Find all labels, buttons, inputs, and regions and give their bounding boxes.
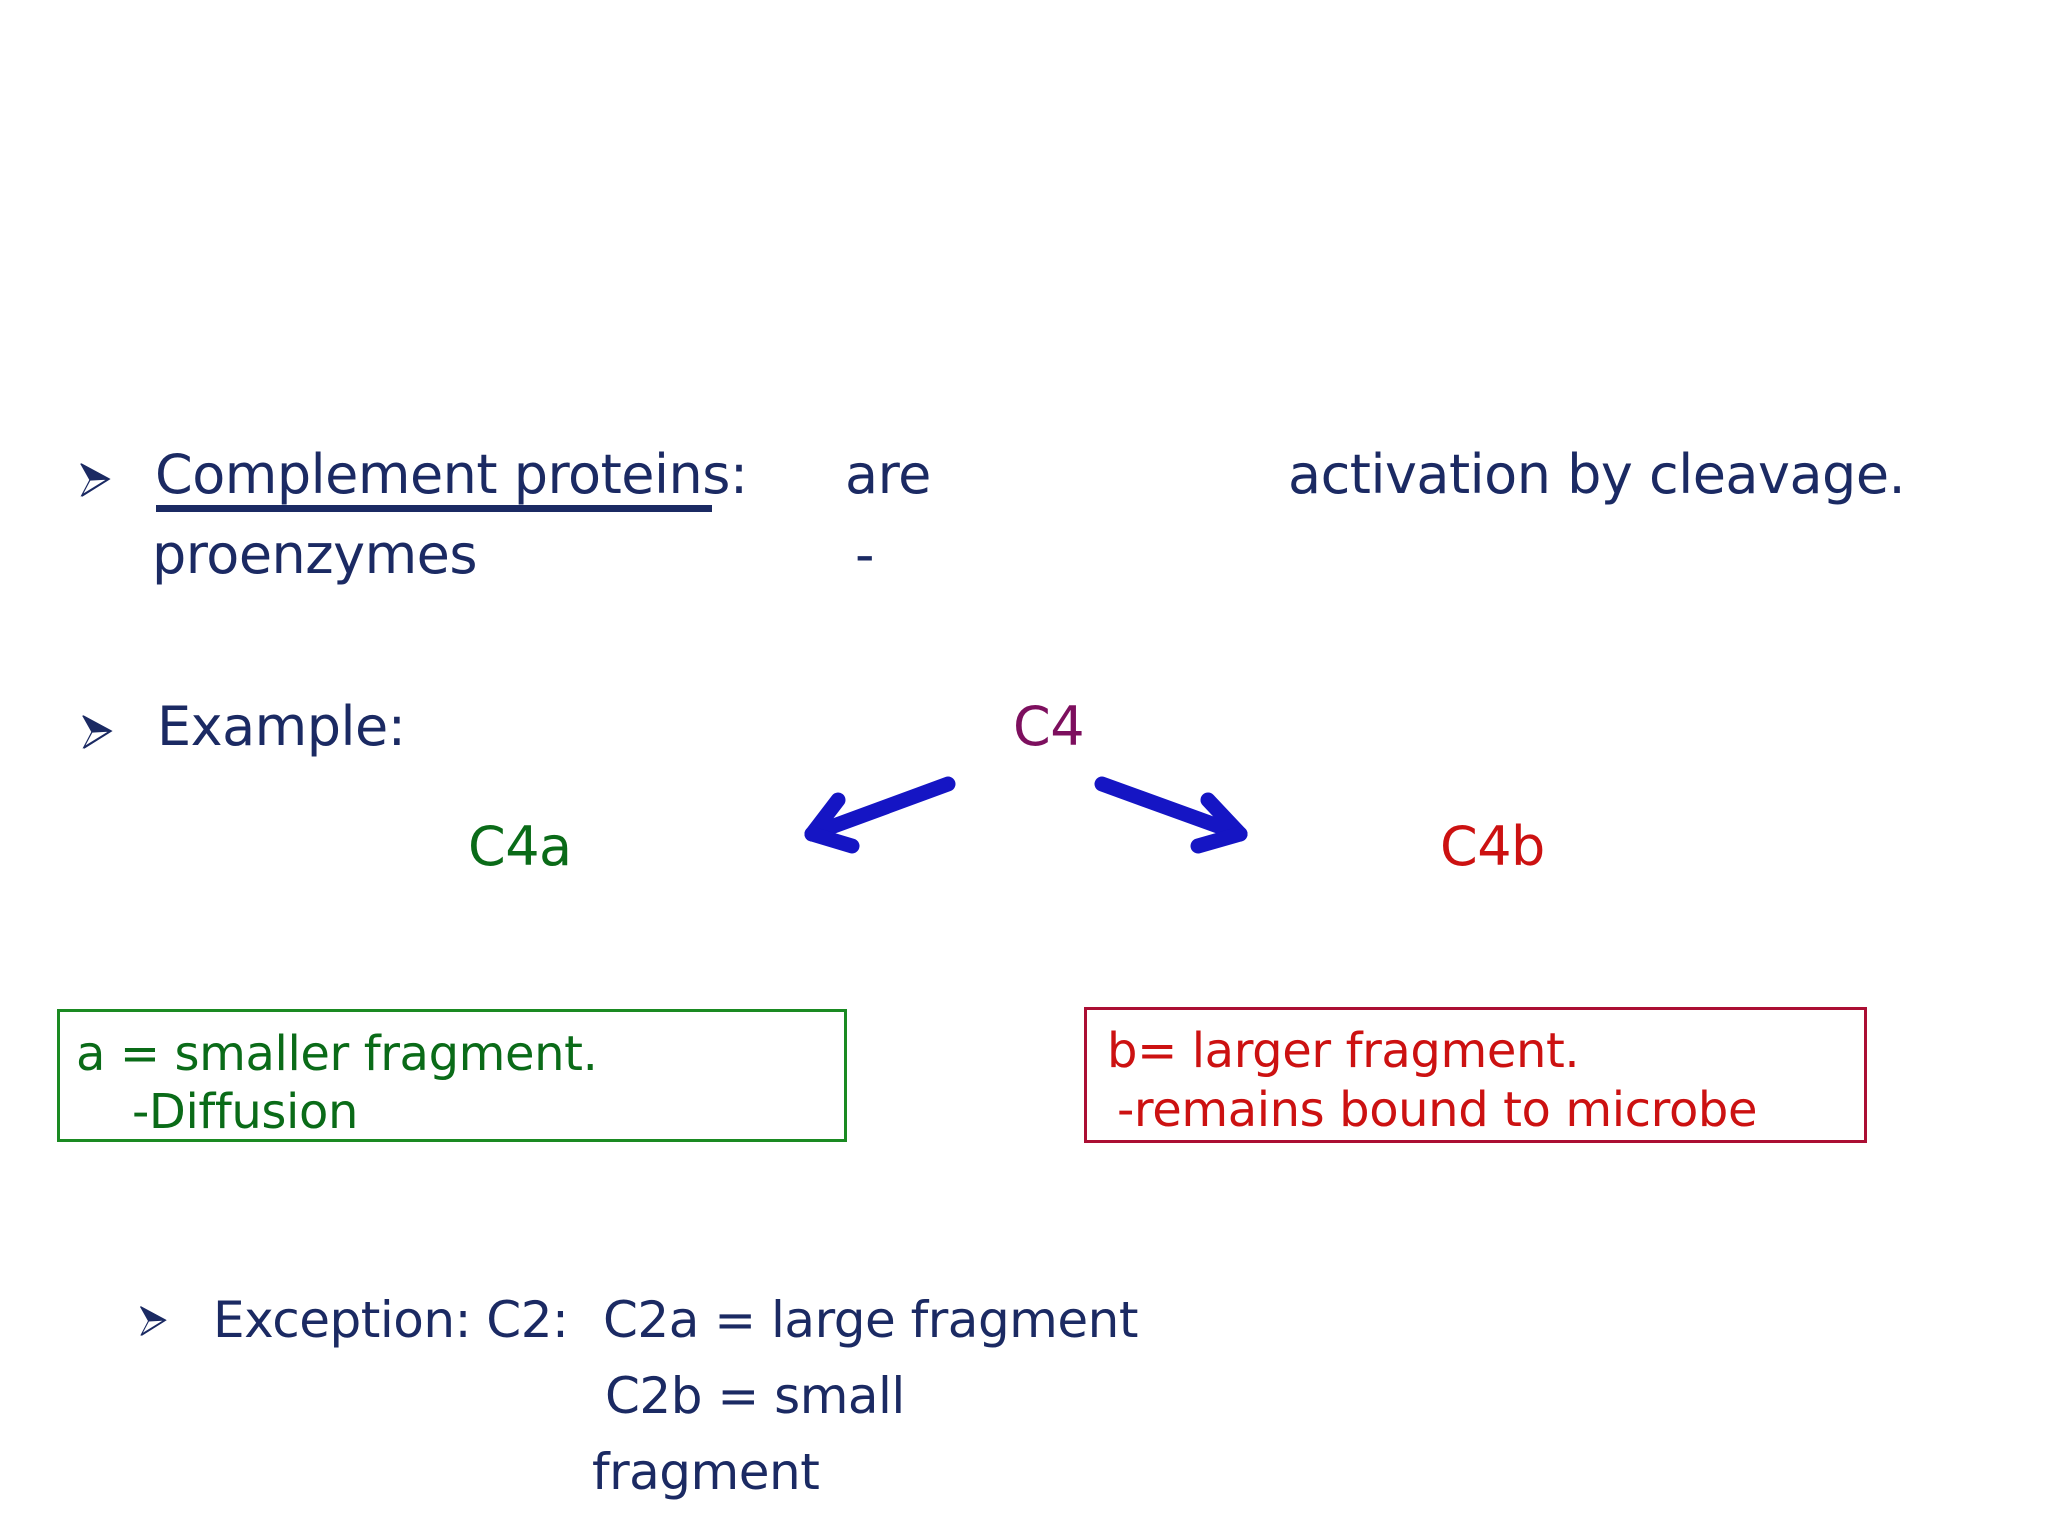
dash-text: -	[855, 523, 875, 586]
c2a-fragment-text: C2a = large fragment	[603, 1291, 1138, 1349]
fragment-a-line2: -Diffusion	[132, 1084, 358, 1140]
c4-protein-label: C4	[1013, 695, 1085, 758]
proenzymes-text: proenzymes	[152, 523, 478, 586]
c2b-fragment-continuation-text: fragment	[592, 1443, 820, 1501]
complement-proteins-label: Complement proteins:	[155, 443, 748, 506]
cleavage-arrow-left-icon	[780, 760, 980, 870]
bullet-marker-icon	[80, 714, 114, 750]
fragment-a-line1: a = smaller fragment.	[76, 1026, 598, 1082]
fragment-b-callout-box: b= larger fragment. -remains bound to mi…	[1084, 1007, 1867, 1143]
bullet-marker-icon	[138, 1305, 168, 1337]
c4b-fragment-label: C4b	[1440, 815, 1545, 878]
fragment-b-line1: b= larger fragment.	[1107, 1023, 1580, 1079]
complement-proteins-underline	[156, 505, 712, 512]
bullet-marker-icon	[78, 462, 112, 498]
c4a-fragment-label: C4a	[468, 815, 572, 878]
example-label: Example:	[157, 695, 406, 758]
cleavage-arrow-right-icon	[1080, 760, 1280, 870]
activation-by-cleavage-text: activation by cleavage.	[1288, 443, 1906, 506]
fragment-b-line2: -remains bound to microbe	[1117, 1082, 1758, 1138]
are-text: are	[845, 443, 931, 506]
exception-label: Exception: C2:	[213, 1291, 569, 1349]
fragment-a-callout-box: a = smaller fragment. -Diffusion	[57, 1009, 847, 1142]
c2b-fragment-text: C2b = small	[605, 1367, 905, 1425]
